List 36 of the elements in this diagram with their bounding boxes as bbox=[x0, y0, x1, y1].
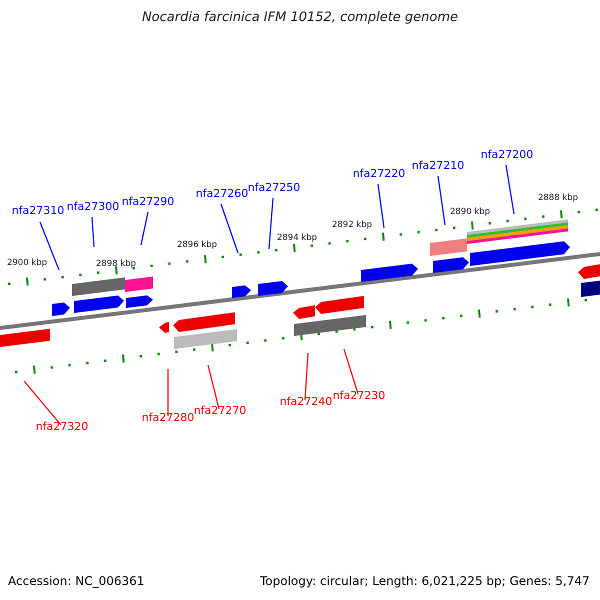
leader-line bbox=[437, 176, 446, 226]
leader-line bbox=[24, 380, 62, 426]
leader-line bbox=[140, 212, 149, 246]
gene-label: nfa27250 bbox=[248, 181, 300, 194]
tick-label: 2894 kbp bbox=[276, 232, 318, 245]
leader-line bbox=[505, 164, 515, 214]
gene-label: nfa27280 bbox=[142, 411, 194, 424]
leader-line bbox=[207, 364, 220, 410]
gene-label: nfa27210 bbox=[412, 159, 464, 172]
gene-label: nfa27320 bbox=[36, 420, 88, 433]
title: Nocardia farcinica IFM 10152, complete genome bbox=[142, 11, 458, 24]
gene-label: nfa27220 bbox=[352, 167, 406, 180]
tick-label: 2896 kbp bbox=[176, 239, 218, 252]
leader-line bbox=[343, 348, 359, 394]
gene-label: nfa27270 bbox=[194, 404, 246, 417]
leader-line bbox=[304, 352, 309, 400]
tick-label: 2892 kbp bbox=[332, 219, 372, 232]
gene-label: nfa27260 bbox=[196, 187, 248, 200]
tick-label: 2888 kbp bbox=[538, 192, 578, 205]
leader-line bbox=[167, 369, 169, 416]
gene-label: nfa27240 bbox=[280, 395, 332, 408]
leader-line bbox=[268, 198, 274, 250]
gene-label: nfa27310 bbox=[12, 204, 64, 217]
leader-line bbox=[91, 216, 95, 248]
leader-line bbox=[377, 184, 385, 228]
gene-label: nfa27300 bbox=[66, 200, 120, 213]
tick-label: 2898 kbp bbox=[96, 258, 136, 271]
gene-label: nfa27200 bbox=[480, 148, 534, 161]
leader-line bbox=[220, 204, 239, 254]
tick-label: 2900 kbp bbox=[6, 257, 48, 270]
accession-text: Accession: NC_006361 bbox=[8, 575, 144, 588]
genome-summary-text: Topology: circular; Length: 6,021,225 bp; Genes: 5,747 bbox=[260, 575, 590, 588]
tick-label: 2890 kbp bbox=[450, 206, 490, 219]
leader-line bbox=[39, 222, 60, 270]
gene-label: nfa27230 bbox=[332, 389, 386, 402]
gene-label: nfa27290 bbox=[122, 195, 174, 208]
